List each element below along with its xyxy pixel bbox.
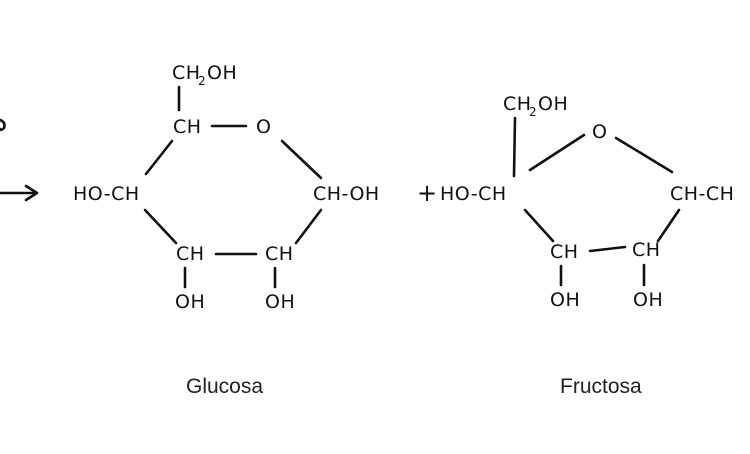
fructose-c4-label: CH: [632, 239, 661, 261]
fructose-structure: CH 2 OH O HO-CH CH-CH CH CH OH OH: [440, 93, 734, 311]
fructose-ch2oh-ch: CH: [503, 93, 532, 115]
fructose-c3-oh: OH: [550, 289, 580, 311]
fructose-bond-c3-c4: [588, 245, 627, 253]
glucose-ch2oh-ch: CH: [172, 62, 201, 84]
fructose-c5-label: CH-CH: [670, 183, 734, 205]
glucose-c2-label: CH: [265, 243, 294, 265]
glucose-ch2oh-group: CH 2 OH: [172, 62, 237, 88]
fructose-ring-oxygen: O: [592, 121, 607, 143]
glucose-ring-oxygen: O: [256, 116, 271, 138]
plus-sign: +: [417, 179, 438, 207]
fructose-bond-o-c5: [614, 136, 674, 174]
glucose-bond-c4-c3: [143, 208, 178, 245]
glucose-bond-c1-c2: [294, 208, 323, 245]
fructose-bond-c2-o: [528, 133, 586, 172]
fructose-c4-oh: OH: [633, 289, 663, 311]
glucose-caption: Glucosa: [186, 375, 264, 398]
glucose-ch2oh-subscript: 2: [198, 74, 206, 88]
fructose-ch2oh-subscript: 2: [529, 105, 537, 119]
fructose-bond-c5-c4: [656, 208, 681, 243]
reaction-arrow: [0, 184, 39, 202]
glucose-bond-c5-c4: [144, 139, 174, 176]
glucose-c1-label: CH-OH: [313, 183, 380, 205]
fructose-ch2oh-group: CH 2 OH: [503, 93, 568, 119]
cut-off-glyph: [0, 118, 6, 132]
glucose-c3-oh: OH: [175, 291, 205, 313]
glucose-structure: CH 2 OH CH O HO-CH CH-OH CH CH OH OH: [73, 62, 380, 313]
glucose-c4-label: HO-CH: [73, 183, 140, 205]
fructose-bond-ch2oh-c2: [512, 116, 517, 178]
glucose-c3-label: CH: [176, 243, 205, 265]
glucose-c5-label: CH: [173, 116, 202, 138]
fructose-caption: Fructosa: [560, 375, 642, 398]
glucose-c2-oh: OH: [265, 291, 295, 313]
fructose-ch2oh-oh: OH: [538, 93, 568, 115]
glucose-bond-o-c1: [280, 139, 323, 180]
fructose-c3-label: CH: [550, 241, 579, 263]
fructose-bond-c2-c3: [523, 208, 555, 243]
glucose-ch2oh-oh: OH: [207, 62, 237, 84]
fructose-c2-label: HO-CH: [440, 183, 507, 205]
